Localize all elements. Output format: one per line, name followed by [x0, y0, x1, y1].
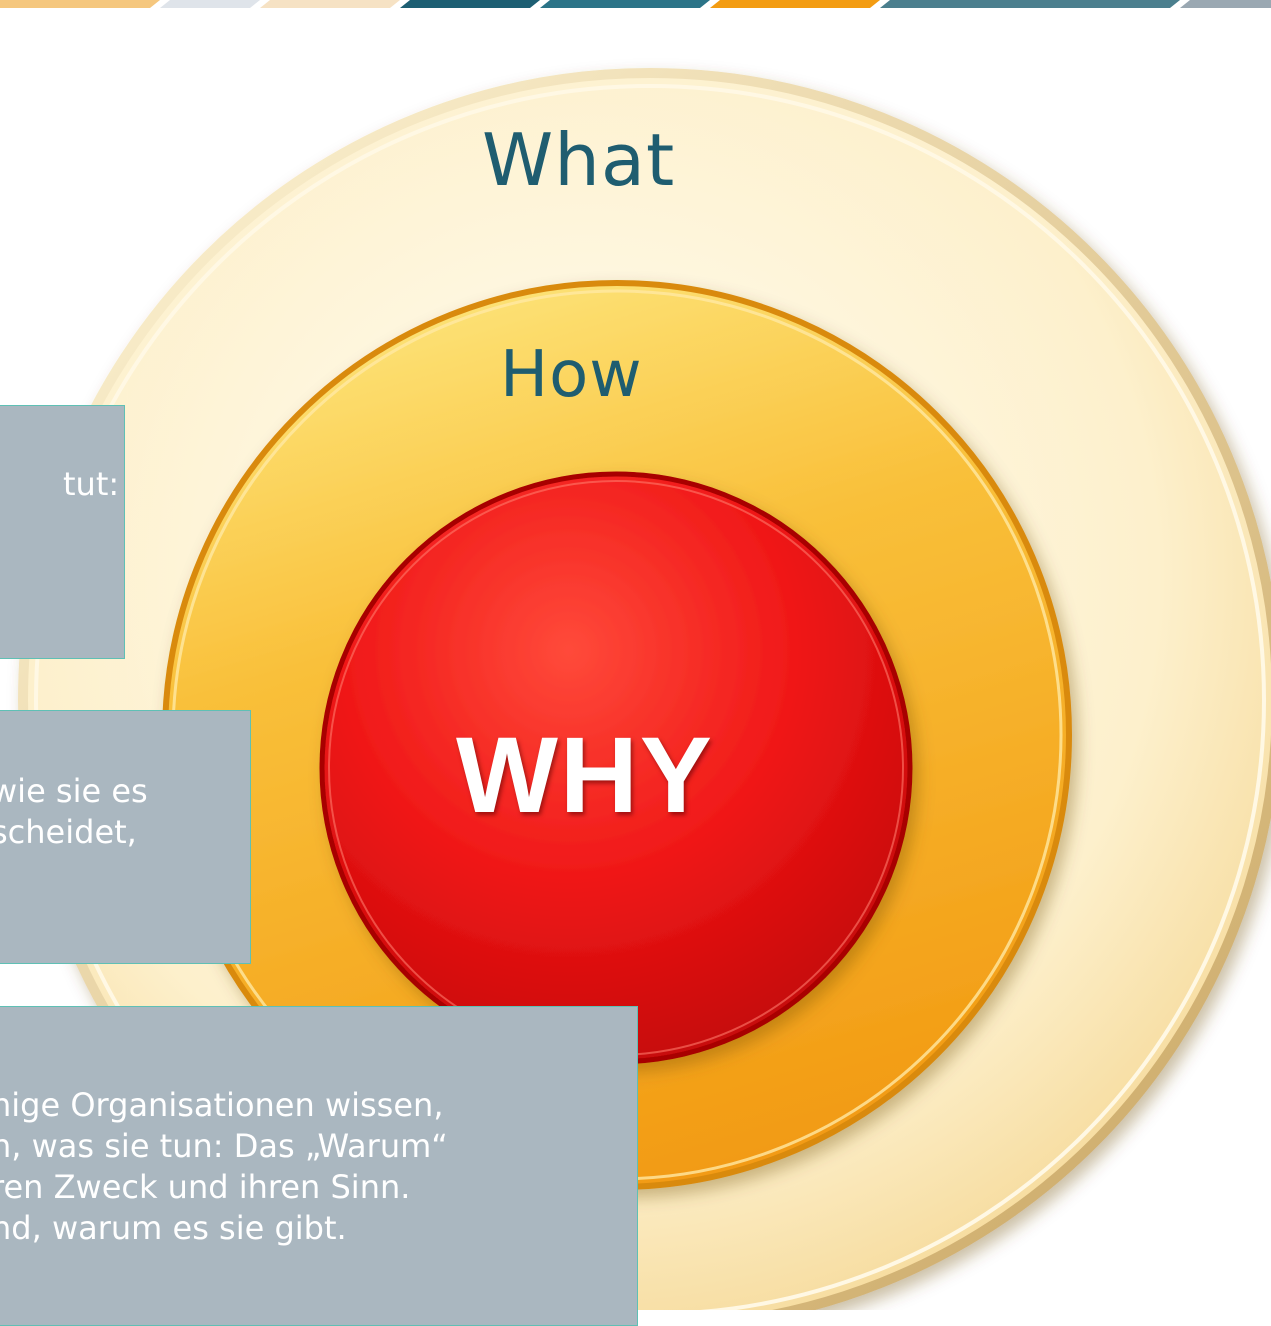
why-label: WHY [456, 714, 714, 835]
box-text-line: n, was sie tun: Das „Warum“ [0, 1127, 448, 1165]
box-text-line: nd, warum es sie gibt. [0, 1209, 347, 1247]
box-text-line: wie sie es [0, 772, 148, 810]
how-label: How [500, 338, 643, 412]
box-text-line: tut: [63, 465, 120, 503]
what-label: What [482, 118, 676, 202]
top-decorative-band [0, 0, 1271, 8]
box-text-line: scheidet, [0, 813, 137, 851]
how-description-box: wie sie es scheidet, [0, 710, 251, 964]
box-text-line: nige Organisationen wissen, [0, 1086, 444, 1124]
why-description-box: nige Organisationen wissen, n, was sie t… [0, 1006, 638, 1326]
box-text-line: ren Zweck und ihren Sinn. [0, 1168, 411, 1206]
what-description-box: tut: [0, 405, 125, 659]
